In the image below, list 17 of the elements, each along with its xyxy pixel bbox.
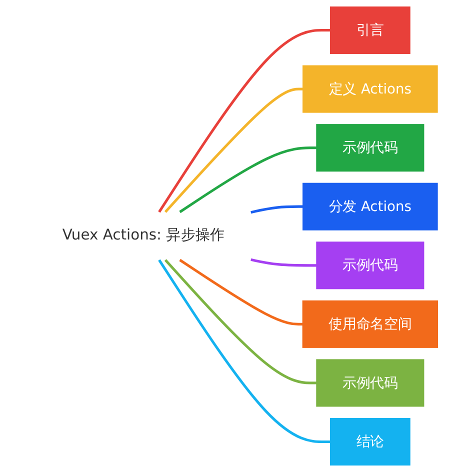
node-box: 使用命名空间 [302, 300, 438, 348]
node-box: 示例代码 [316, 124, 424, 172]
connector [250, 205, 303, 214]
connector [158, 28, 330, 213]
node-box: 结论 [330, 418, 410, 466]
connector [179, 146, 317, 214]
connector [164, 259, 317, 384]
node-text: Vuex Actions: 异步操作 [62, 226, 225, 244]
connector [158, 259, 330, 444]
connector [250, 258, 317, 267]
node-box: 分发 Actions [302, 182, 438, 230]
connector [164, 88, 303, 213]
node-box: 示例代码 [316, 359, 424, 407]
node-box: 示例代码 [316, 242, 424, 290]
node-box: 定义 Actions [302, 65, 438, 113]
connector [179, 258, 303, 326]
node-box: 引言 [330, 6, 410, 54]
